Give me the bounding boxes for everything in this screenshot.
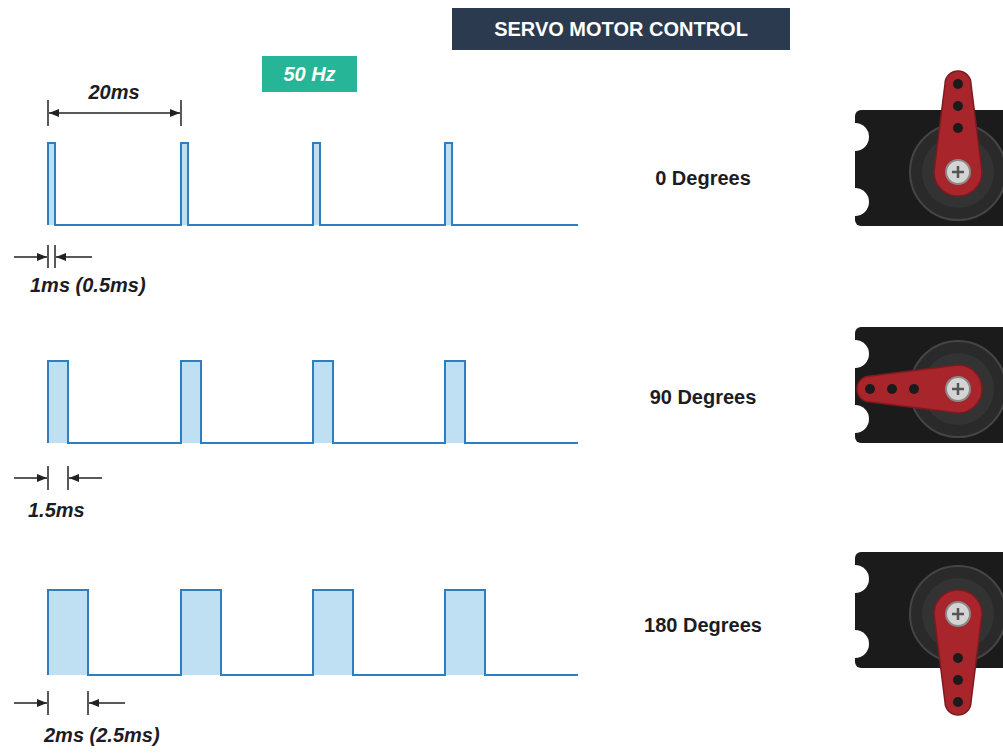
servo-0-degrees <box>841 71 1003 226</box>
title-banner: SERVO MOTOR CONTROL <box>452 8 790 50</box>
frequency-text: 50 Hz <box>283 62 335 86</box>
angle-label: 90 Degrees <box>650 385 757 409</box>
pwm-waveform <box>48 361 578 443</box>
pulse-width-label: 1ms (0.5ms) <box>30 273 146 297</box>
servo-90-degrees <box>841 327 1003 443</box>
period-dimension <box>48 100 181 126</box>
pulse-width-dimension <box>14 466 102 490</box>
pulse-width-label: 2ms (2.5ms) <box>44 723 160 747</box>
servo-180-degrees <box>841 552 1003 715</box>
pulse-width-dimension <box>14 245 92 268</box>
pwm-waveform <box>48 590 578 675</box>
period-label: 20ms <box>88 80 139 104</box>
pulse-width-label: 1.5ms <box>28 498 85 522</box>
pwm-waveform <box>48 143 578 225</box>
angle-label: 180 Degrees <box>644 613 762 637</box>
angle-label: 0 Degrees <box>655 166 751 190</box>
pulse-width-dimension <box>14 691 125 715</box>
frequency-badge: 50 Hz <box>262 56 357 92</box>
title-text: SERVO MOTOR CONTROL <box>494 18 748 41</box>
